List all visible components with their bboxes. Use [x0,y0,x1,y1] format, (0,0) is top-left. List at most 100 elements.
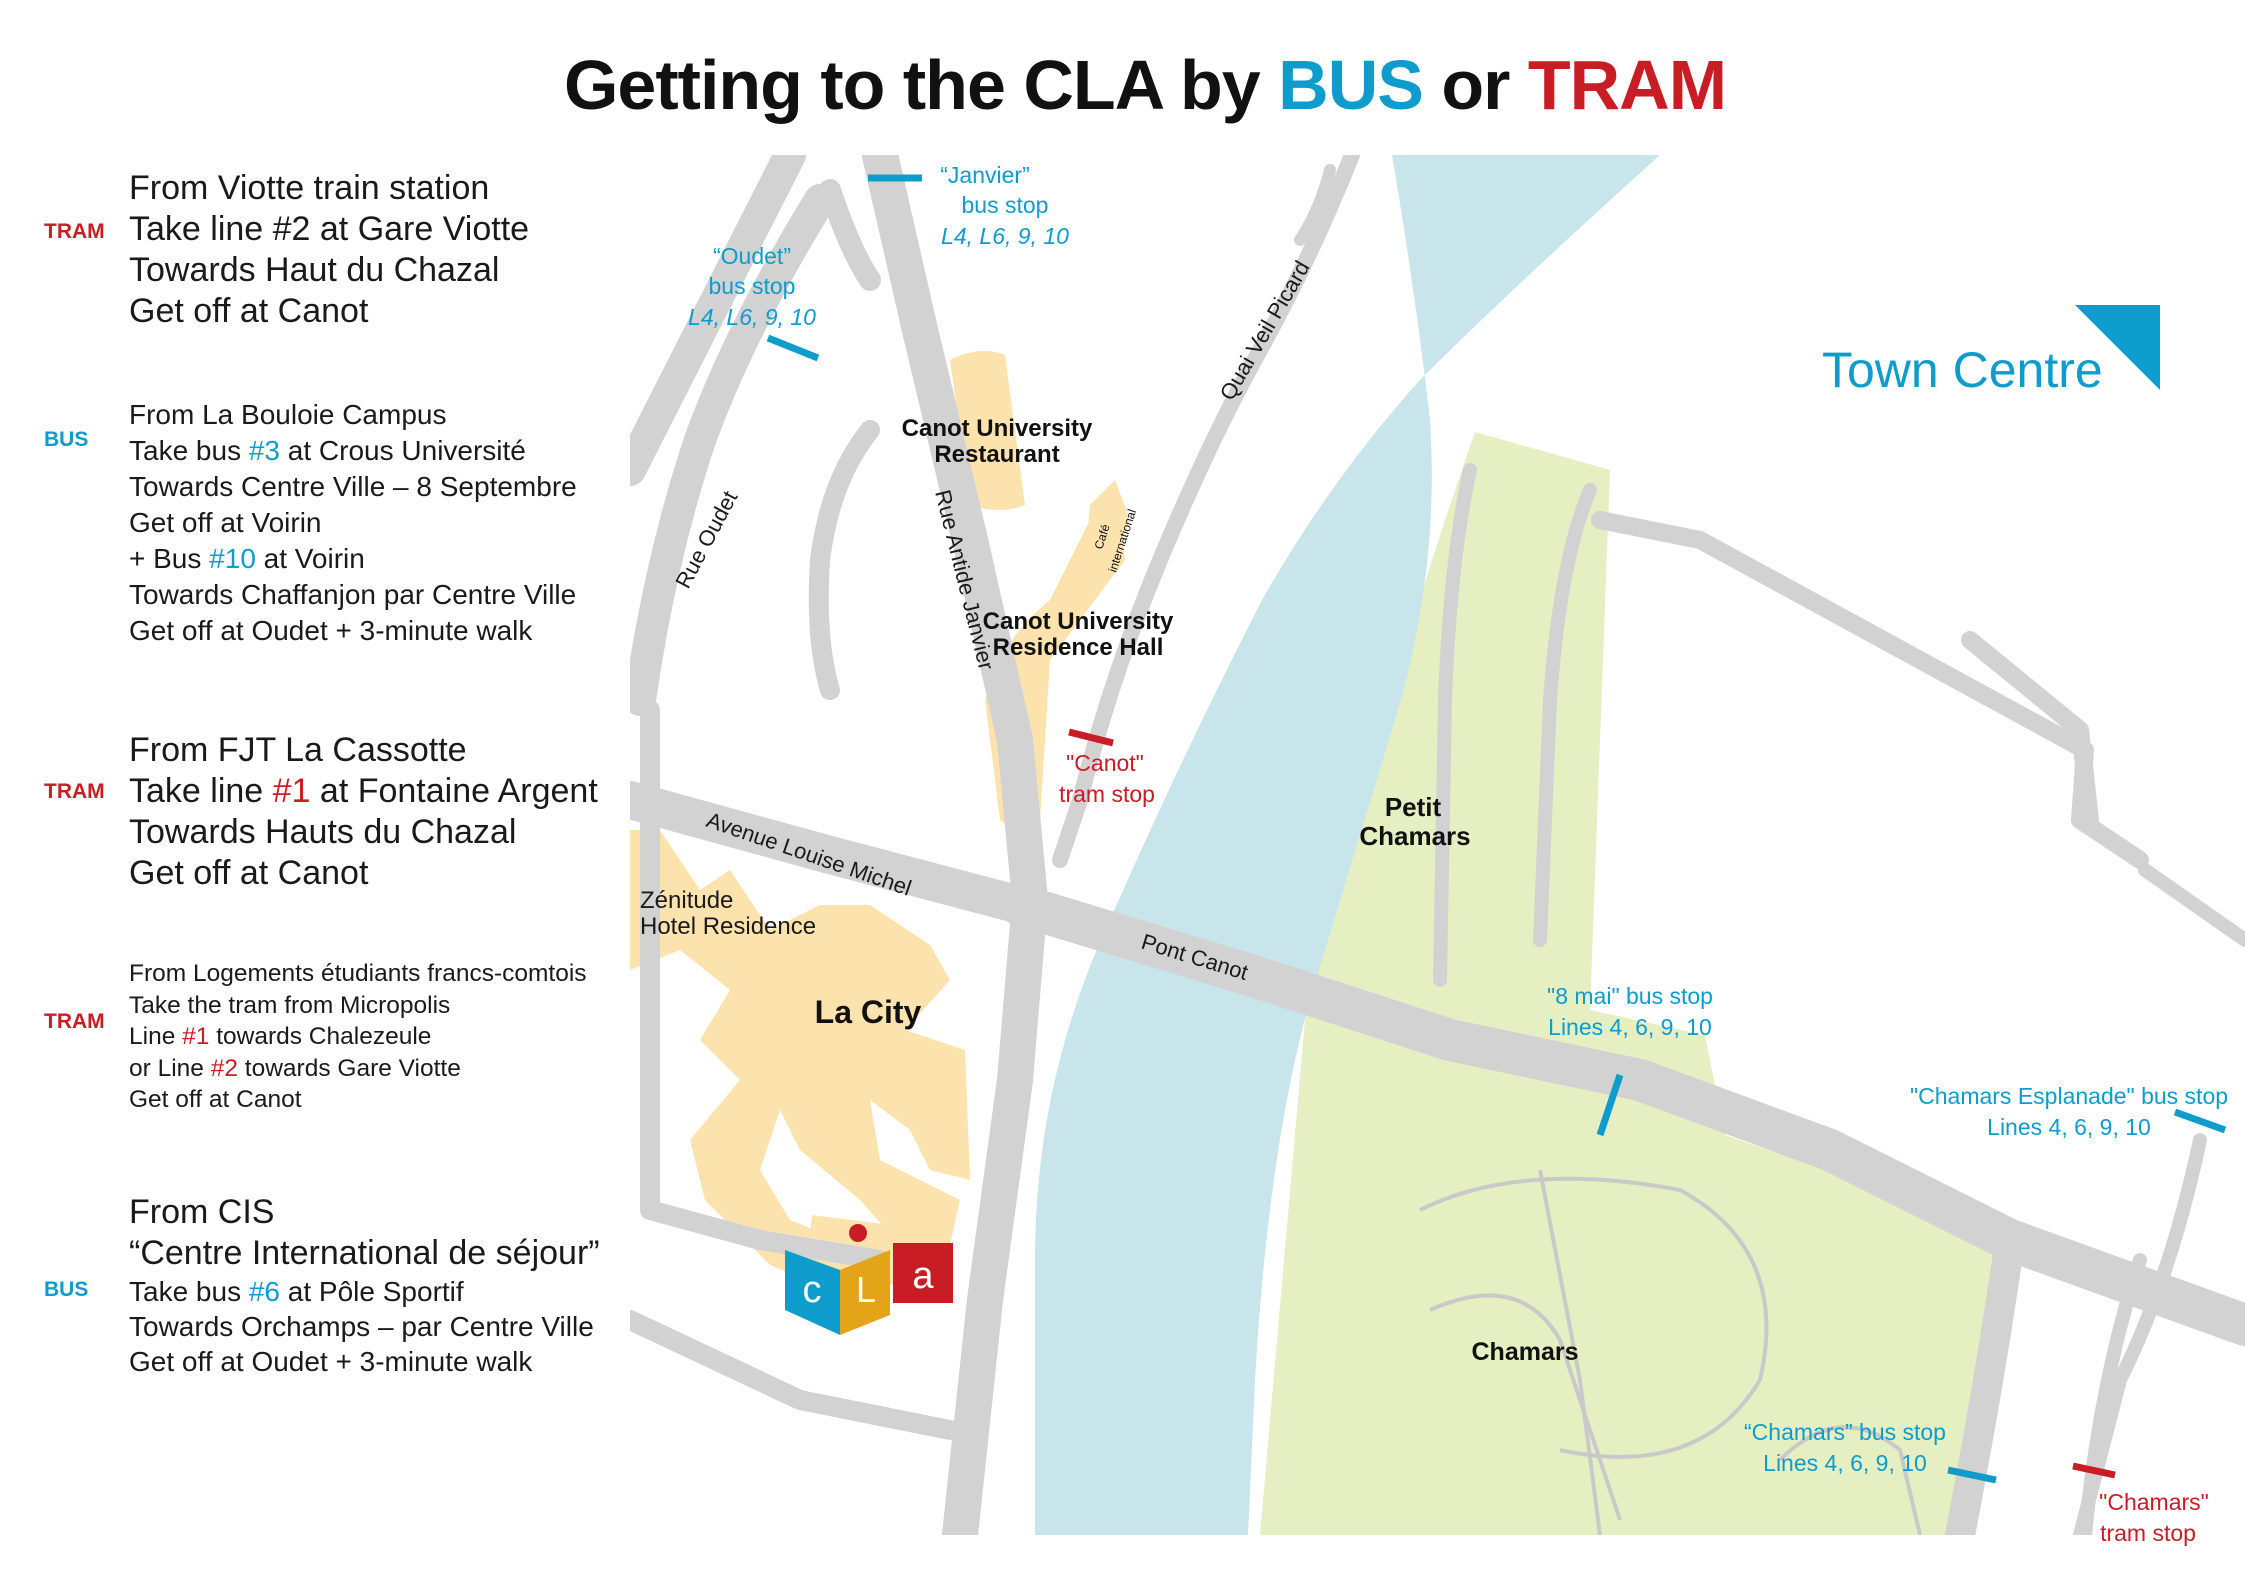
bus-number: #3 [248,435,281,466]
esplanade-stop-lines: Lines 4, 6, 9, 10 [1987,1114,2151,1140]
road-town-3 [1533,483,1597,947]
chamars-tram-stop-name: "Chamars" [2099,1489,2209,1515]
itinerary-line: Towards Hauts du Chazal [129,813,517,851]
road-quai-loop [1294,164,1336,246]
chamars-bus-stop-marker [1947,1466,1997,1484]
janvier-stop-lines: L4, L6, 9, 10 [941,223,1069,249]
road-town-1 [1591,511,2149,869]
title-text: Getting to the CLA by [563,46,1279,124]
itinerary-line: Take line #1 at Fontaine Argent [129,772,598,810]
itinerary-line: From FJT La Cassotte [129,731,467,769]
huit-mai-stop-name: "8 mai" bus stop [1547,983,1713,1009]
itinerary-line: “Centre International de séjour” [129,1234,600,1272]
road-rue-oudet-lower [630,184,836,716]
label-petit-chamars-2: Chamars [1359,821,1470,851]
itinerary-line: Get off at Voirin [129,507,322,538]
itinerary-line: or Line #2 towards Gare Viotte [129,1054,461,1082]
road-east-2 [2073,1133,2207,1535]
itinerary-line: Get off at Canot [129,292,369,330]
itinerary-line: Towards Orchamps – par Centre Ville [129,1311,594,1342]
janvier-stop-name: “Janvier” [940,162,1029,188]
itinerary-line: Take bus #6 at Pôle Sportif [129,1276,464,1307]
itinerary-line: Line #1 towards Chalezeule [129,1023,432,1050]
road-town-2 [1961,631,2099,829]
itinerary-line: Get off at Canot [129,854,369,892]
mode-badge-tram: TRAM [44,780,105,803]
itinerary-line: Towards Centre Ville – 8 Septembre [129,471,577,502]
town-centre-arrow-icon [2075,305,2160,390]
canot-tram-stop-type: tram stop [1059,781,1155,807]
tram-line-number: #1 [182,1023,210,1050]
bus-number: #6 [248,1276,281,1307]
road-rue-antide-janvier [862,155,1048,1535]
bus-number: #10 [209,543,256,574]
chamars-tram-stop-marker [2072,1462,2116,1479]
itinerary-line: Get off at Oudet + 3-minute walk [129,615,533,646]
canot-tram-stop-marker [1068,728,1114,747]
oudet-stop-lines: L4, L6, 9, 10 [688,304,816,330]
huit-mai-bus-stop-marker [1596,1073,1624,1137]
itinerary-line: Take line #2 at Gare Viotte [129,210,530,248]
cla-logo-a: a [912,1255,934,1297]
itinerary-line: Towards Haut du Chazal [129,251,500,289]
itinerary-line: Take bus #3 at Crous Université [129,435,526,466]
park-path-2 [1429,1293,1622,1521]
label-residence-1: Canot University [983,608,1174,635]
esplanade-stop-name: "Chamars Esplanade" bus stop [1910,1083,2228,1109]
park-path-3 [1538,1169,1602,1535]
road-loop-north [819,179,881,291]
road-avenue-louise-michel [630,781,1039,924]
title-tram: TRAM [1527,46,1727,124]
itinerary-line: From Viotte train station [129,169,490,207]
label-petit-chamars-1: Petit [1385,792,1442,822]
road-quai-veil-picard [1052,155,1360,868]
janvier-stop-type: bus stop [962,192,1049,218]
road-town-4 [1433,463,1477,987]
road-inner-west [640,700,890,1270]
park-path-1 [1419,1176,1769,1459]
chamars-tram-stop-type: tram stop [2100,1520,2196,1546]
itinerary-line: From CIS [129,1193,275,1231]
label-zenitude-1: Zénitude [640,887,733,914]
mode-badge-bus: BUS [44,428,89,451]
road-town-5 [2138,863,2245,947]
road-east-1 [1945,1225,2025,1535]
chamars-bus-stop-name: “Chamars” bus stop [1744,1419,1946,1445]
itinerary-line: + Bus #10 at Voirin [129,543,365,574]
mode-badge-tram: TRAM [44,220,105,243]
title-or: or [1422,46,1528,124]
road-inner-south [630,1310,960,1440]
title-bus: BUS [1278,46,1424,124]
label-chamars: Chamars [1472,1338,1579,1366]
label-la-city: La City [815,994,922,1030]
canot-tram-stop-name: "Canot" [1066,750,1144,776]
street-label-quai-veil-picard: Quai Veil Picard [1215,256,1315,404]
mode-badge-tram: TRAM [44,1010,105,1033]
huit-mai-stop-lines: Lines 4, 6, 9, 10 [1548,1014,1712,1040]
label-restaurant-2: Restaurant [934,441,1059,468]
tram-line-number: #1 [272,772,311,810]
label-restaurant-1: Canot University [902,415,1093,442]
label-residence-2: Residence Hall [993,634,1164,661]
esplanade-bus-stop-marker [2173,1108,2227,1134]
cafe-building [1085,480,1130,570]
itinerary-line: From La Bouloie Campus [129,399,447,430]
label-zenitude-2: Hotel Residence [640,913,816,940]
park-path-4 [1778,1425,1922,1535]
page-title: Getting to the CLA by BUS or TRAM [0,45,2245,125]
chamars-bus-stop-lines: Lines 4, 6, 9, 10 [1763,1450,1927,1476]
cla-location-dot [849,1224,867,1242]
cla-logo-l: L [856,1269,876,1310]
itinerary-line: Get off at Oudet + 3-minute walk [129,1346,533,1377]
oudet-stop-type: bus stop [709,273,796,299]
mode-badge-bus: BUS [44,1278,89,1301]
road-rue-oudet [630,155,806,486]
river-doubs [1035,155,1660,1535]
cla-logo-c: c [803,1269,822,1311]
label-town-centre: Town Centre [1822,342,2103,398]
oudet-stop-name: “Oudet” [713,243,791,269]
itinerary-line: From Logements étudiants francs-comtois [129,960,587,987]
road-east-3 [2078,1253,2147,1535]
oudet-bus-stop-marker [766,334,820,362]
